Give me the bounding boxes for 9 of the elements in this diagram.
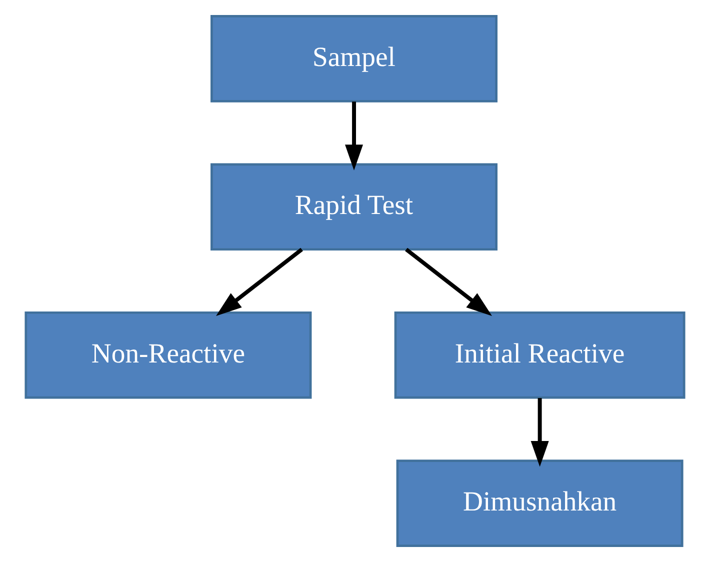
node-box: Dimusnahkan — [396, 460, 683, 548]
node-box: Sampel — [210, 14, 497, 102]
arrow — [404, 248, 492, 316]
node-box: Non-Reactive — [24, 311, 312, 399]
node-box: Rapid Test — [210, 163, 497, 251]
arrow — [344, 102, 363, 170]
arrow — [530, 398, 548, 467]
node-box: Initial Reactive — [394, 311, 685, 399]
arrow — [215, 248, 302, 316]
